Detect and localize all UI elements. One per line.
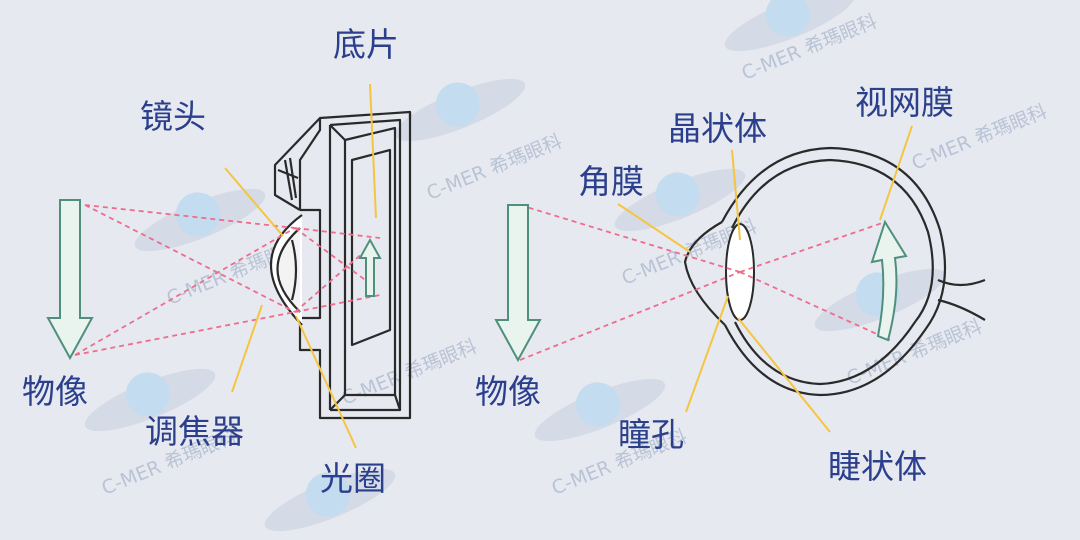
label-eye-cornea: 角膜 xyxy=(578,162,644,201)
watermark-logo xyxy=(394,78,526,142)
eye-rays xyxy=(519,204,891,361)
watermark-logo xyxy=(264,468,396,532)
watermark-logo xyxy=(614,168,746,232)
camera-diagram xyxy=(46,83,412,449)
eye-leaders xyxy=(617,125,913,433)
eyeball xyxy=(683,146,986,397)
label-camera-film: 底片 xyxy=(333,25,399,64)
label-eye-ciliary-body: 睫状体 xyxy=(828,447,927,486)
label-camera-focus: 调焦器 xyxy=(145,412,244,451)
watermark-text: C-MER 希瑪眼科 xyxy=(844,315,986,389)
label-camera-object-image: 物像 xyxy=(22,372,88,411)
eye-image-arrow xyxy=(870,219,908,342)
watermark-text: C-MER 希瑪眼科 xyxy=(424,130,566,204)
watermark-logo xyxy=(534,378,666,442)
label-eye-retina: 视网膜 xyxy=(855,83,954,122)
camera-leaders xyxy=(224,83,377,449)
label-camera-aperture: 光圈 xyxy=(320,459,386,498)
eye-diagram xyxy=(494,125,986,433)
watermark-logo xyxy=(84,368,216,432)
camera-rays xyxy=(74,204,381,356)
label-eye-pupil: 瞳孔 xyxy=(618,415,684,454)
watermark-logo xyxy=(134,188,266,252)
eye-object-arrow xyxy=(494,204,542,363)
camera-image-arrow xyxy=(358,237,382,297)
watermark-logo xyxy=(724,0,856,52)
label-eye-object-image: 物像 xyxy=(475,372,541,411)
camera-object-arrow xyxy=(46,199,94,361)
label-camera-lens: 镜头 xyxy=(140,97,206,136)
label-eye-lens: 晶状体 xyxy=(668,109,767,148)
camera-lens xyxy=(270,214,303,326)
